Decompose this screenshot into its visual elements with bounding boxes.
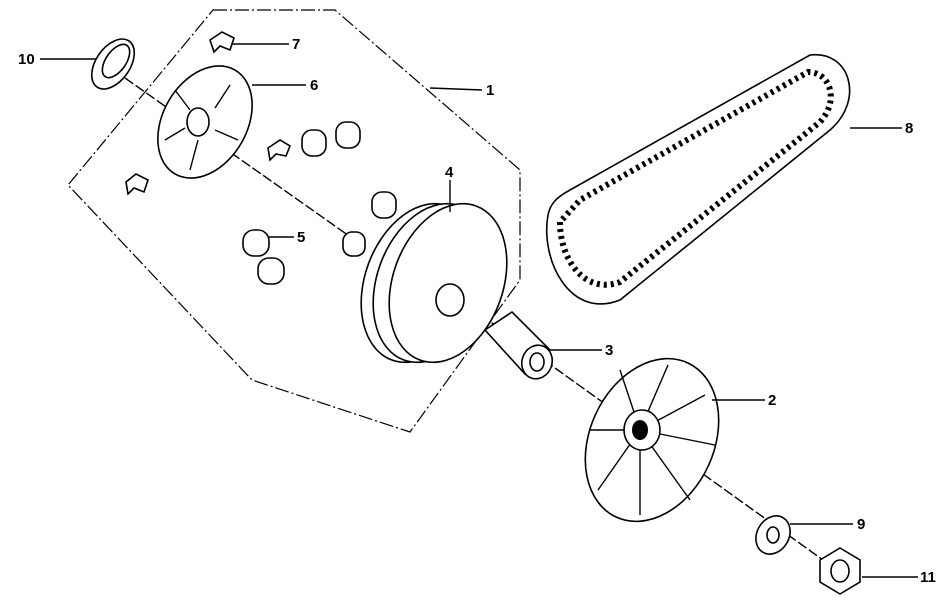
slider-part — [125, 173, 149, 196]
leader-lines — [40, 43, 918, 578]
callout-1: 1 — [486, 82, 494, 99]
fan-part — [584, 357, 720, 523]
washer-part — [755, 515, 791, 555]
callout-5: 5 — [297, 229, 305, 246]
callout-3: 3 — [605, 342, 613, 359]
axis-line — [124, 77, 353, 239]
flange-nut-part — [819, 547, 861, 595]
collar-part — [483, 310, 554, 380]
callout-11: 11 — [920, 569, 936, 586]
callout-2: 2 — [768, 392, 776, 409]
callout-4: 4 — [445, 164, 454, 181]
callout-8: 8 — [905, 120, 913, 137]
slider-part — [267, 139, 291, 162]
assembly-boundary — [67, 9, 521, 433]
callout-7: 7 — [292, 36, 300, 53]
weight-roller-part — [242, 121, 397, 285]
slider-part — [209, 31, 235, 54]
callout-6: 6 — [310, 77, 318, 94]
callout-10: 10 — [18, 51, 35, 68]
ramp-plate-part — [157, 65, 253, 179]
belt-part — [546, 54, 851, 305]
callout-9: 9 — [857, 516, 865, 533]
oil-seal-part — [90, 38, 136, 90]
drive-face-part — [360, 202, 508, 364]
